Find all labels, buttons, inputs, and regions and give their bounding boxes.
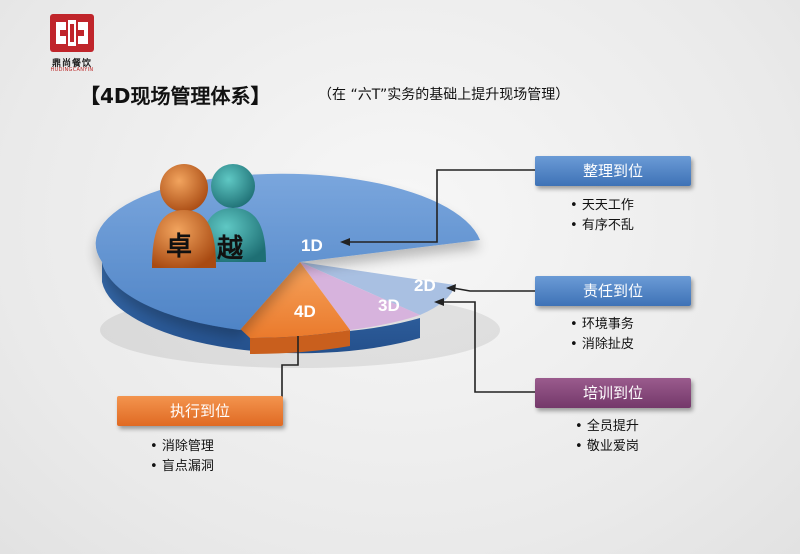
person-orange: [152, 164, 216, 268]
page-title: 【4D现场管理体系】: [80, 84, 271, 108]
bullets-zhengli: 天天工作 有序不乱: [570, 196, 634, 236]
brand-logo: 鼎尚餐饮 HUDINGCANYIN: [42, 12, 102, 74]
bullet-item: 有序不乱: [570, 216, 634, 236]
pie-side: [102, 262, 420, 354]
slice-4d: [220, 262, 350, 339]
slice-label-4d: 4D: [294, 302, 316, 321]
page-subtitle: （在 “六T”实务的基础上提升现场管理）: [318, 87, 570, 103]
slice-label-2d: 2D: [414, 276, 436, 295]
person-label-zhuo: 卓: [166, 232, 193, 262]
slice-2d: [300, 262, 455, 315]
bullet-item: 盲点漏洞: [150, 457, 214, 477]
slice-label-3d: 3D: [378, 296, 400, 315]
logo-name: 鼎尚餐饮: [51, 59, 92, 69]
bullet-item: 敬业爱岗: [575, 437, 639, 457]
arrowheads: [340, 238, 456, 306]
bullet-item: 天天工作: [570, 196, 634, 216]
connector-3d: [440, 301, 535, 393]
bullet-item: 环境事务: [570, 315, 634, 335]
person-teal: [200, 164, 266, 262]
slice-4d-side: [250, 330, 350, 355]
connectors: [281, 169, 535, 409]
bullet-item: 消除管理: [150, 437, 214, 457]
bullet-item: 全员提升: [575, 417, 639, 437]
connector-2d: [452, 287, 535, 292]
bullets-zhixing: 消除管理 盲点漏洞: [150, 437, 214, 477]
connector-1d: [346, 169, 535, 243]
box-peixun: 培训到位: [535, 378, 691, 408]
logo-mark: [50, 14, 94, 52]
logo-subtitle: HUDINGCANYIN: [50, 67, 94, 73]
bullets-zeren: 环境事务 消除扯皮: [570, 315, 634, 355]
bullets-peixun: 全员提升 敬业爱岗: [575, 417, 639, 457]
slice-label-1d: 1D: [301, 236, 323, 255]
box-zeren: 责任到位: [535, 276, 691, 306]
box-zhixing: 执行到位: [117, 396, 283, 426]
box-zhengli: 整理到位: [535, 156, 691, 186]
connector-4d: [281, 336, 299, 409]
bullet-item: 消除扯皮: [570, 335, 634, 355]
slice-3d: [300, 262, 420, 330]
person-label-yue: 越: [217, 234, 244, 264]
